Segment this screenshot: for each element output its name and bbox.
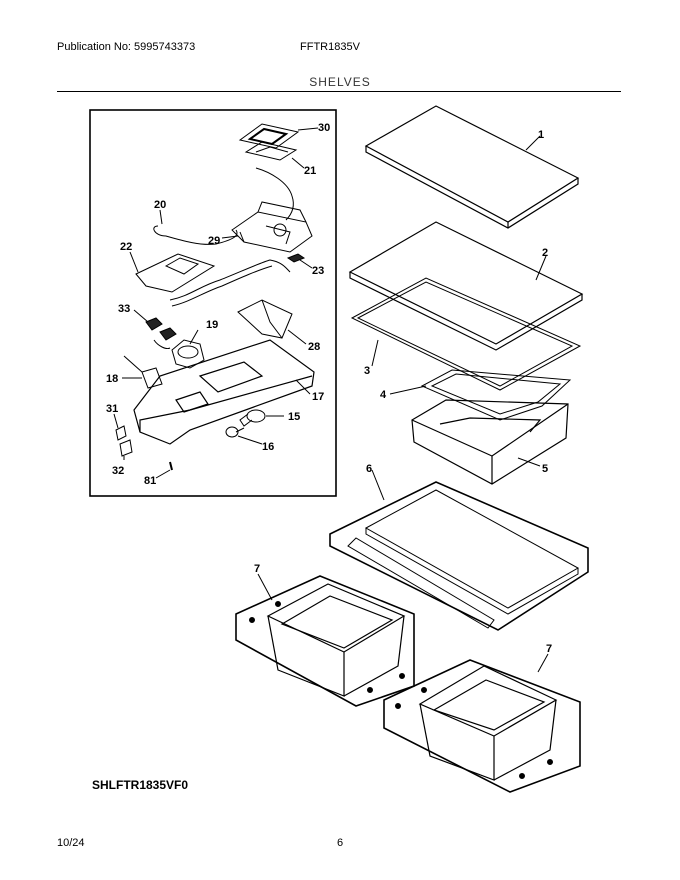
shelf-3 (350, 277, 582, 391)
part-29 (231, 201, 313, 253)
part-7-bin-upper (266, 583, 406, 697)
group-6-outline (329, 481, 589, 631)
part-5-crisper-drawer (411, 399, 569, 485)
model-number: FFTR1835V (300, 41, 360, 53)
callout-32: 32 (112, 465, 124, 477)
part-22 (135, 253, 216, 293)
part-81 (169, 461, 173, 471)
part-23 (286, 253, 306, 263)
section-title: SHELVES (309, 75, 371, 89)
callout-17: 17 (312, 391, 324, 403)
callout-5: 5 (542, 463, 548, 475)
part-15 (239, 409, 266, 427)
wire-harness (169, 259, 291, 301)
callout-3: 3 (364, 365, 370, 377)
diagram-code: SHLFTR1835VF0 (92, 778, 189, 792)
part-6-shelf (347, 489, 580, 629)
part-18 (141, 367, 163, 389)
callout-22: 22 (120, 241, 132, 253)
part-31 (115, 425, 127, 441)
callout-18: 18 (106, 373, 118, 385)
callout-7-upper: 7 (254, 563, 260, 575)
part-28 (237, 299, 293, 339)
callout-1: 1 (538, 129, 544, 141)
group-7-lower-outline (383, 659, 581, 793)
callout-81: 81 (144, 475, 156, 487)
callout-30: 30 (318, 122, 330, 134)
header-rule (57, 91, 621, 92)
callout-16: 16 (262, 441, 274, 453)
part-32 (119, 439, 133, 457)
callout-15: 15 (288, 411, 300, 423)
footer-date: 10/24 (57, 837, 85, 849)
callout-4: 4 (380, 389, 387, 401)
callout-23: 23 (312, 265, 324, 277)
part-33 (145, 317, 177, 349)
callout-21: 21 (304, 165, 316, 177)
callout-2: 2 (542, 247, 548, 259)
part-30 (238, 123, 300, 149)
part-16 (225, 426, 245, 438)
shelf-2 (348, 221, 584, 351)
part-4-crisper-cover (420, 369, 572, 421)
shelf-1 (364, 105, 580, 229)
part-21 (244, 141, 298, 161)
publication-number: Publication No: 5995743373 (57, 41, 196, 53)
part-17 (133, 339, 315, 445)
callout-29: 29 (208, 235, 220, 247)
callout-6: 6 (366, 463, 372, 475)
callout-19: 19 (206, 319, 218, 331)
callout-28: 28 (308, 341, 320, 353)
page-number: 6 (337, 837, 344, 849)
callout-20: 20 (154, 199, 166, 211)
callout-7-lower: 7 (546, 643, 552, 655)
callout-33: 33 (118, 303, 130, 315)
part-7-bin-lower (418, 665, 558, 781)
part-20 (153, 167, 294, 245)
part-19 (171, 339, 205, 369)
callout-31: 31 (106, 403, 118, 415)
control-housing-box (89, 109, 337, 497)
